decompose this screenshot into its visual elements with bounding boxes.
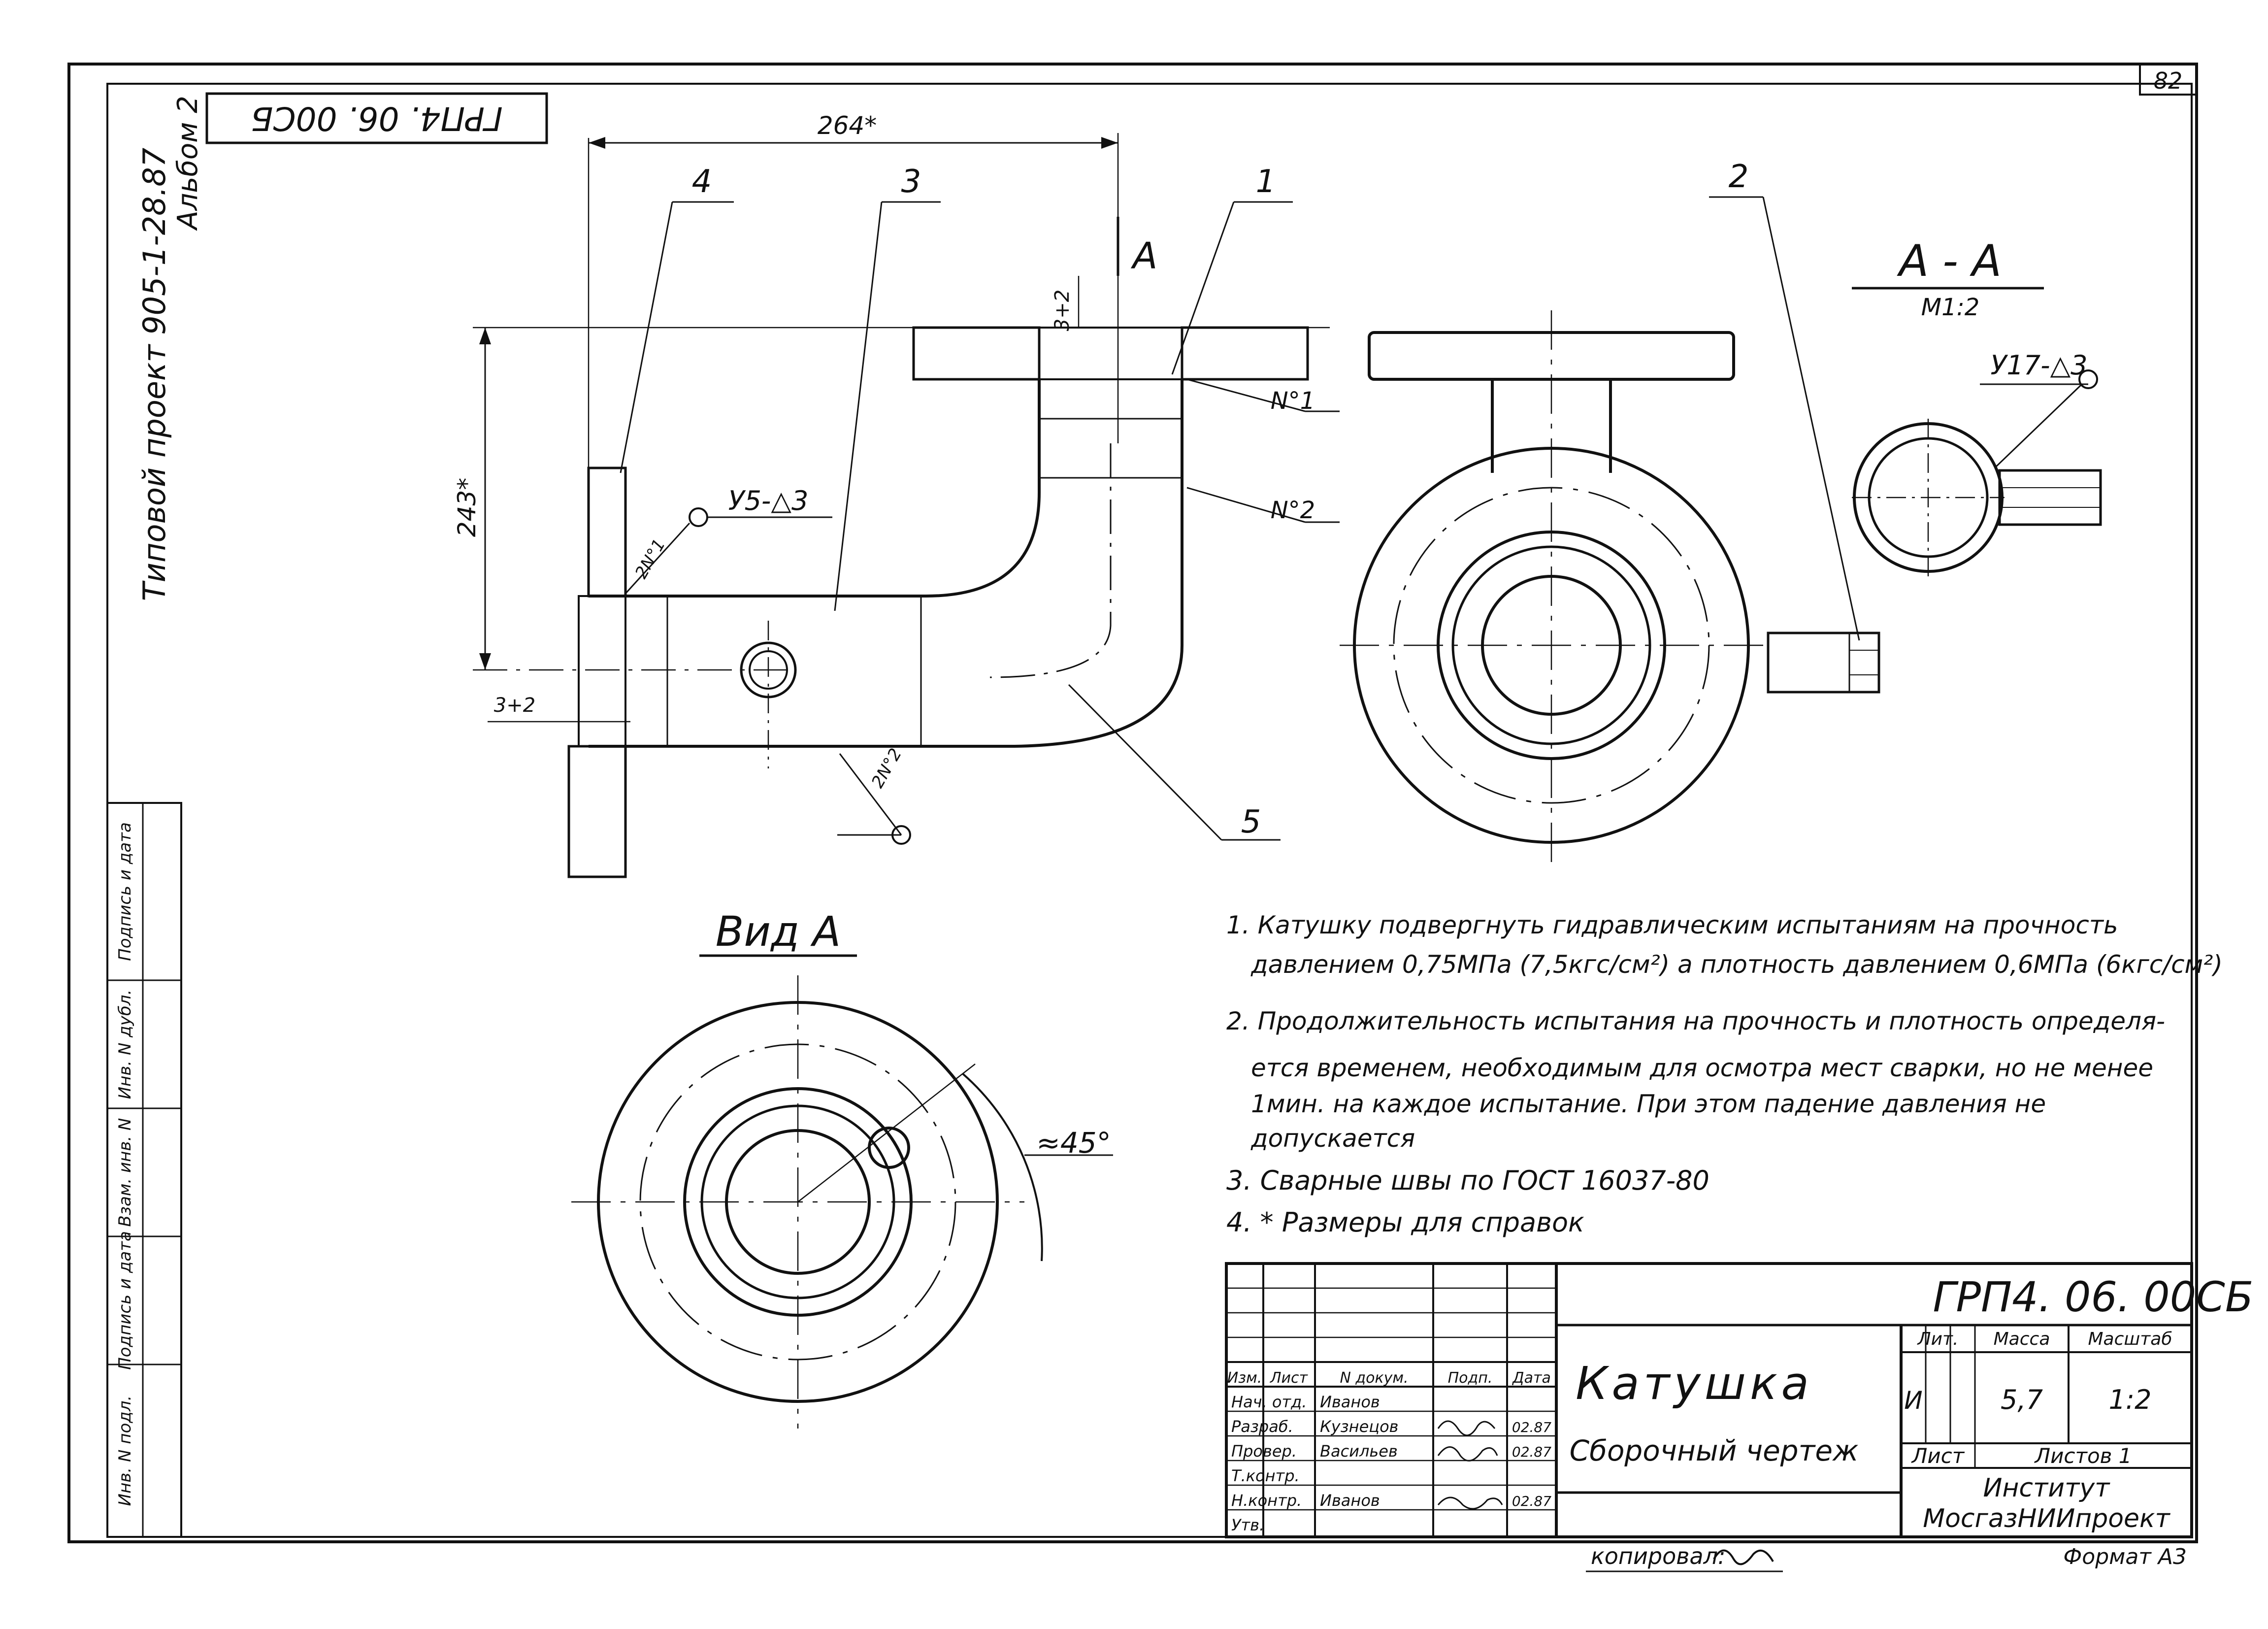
note-line-6: допускается	[1250, 1124, 1415, 1153]
copy-signature	[1713, 1549, 1774, 1565]
strip-label-5: Подпись и дата	[115, 822, 135, 961]
tb-name-5: Иванов	[1320, 1491, 1380, 1510]
tb-name-2: Кузнецов	[1320, 1417, 1399, 1436]
dim-height: 243*	[453, 478, 481, 537]
title-block	[1225, 1262, 2193, 1538]
tb-sheet: Лист	[1911, 1444, 1965, 1468]
title-block-code: ГРП4. 06. 00СБ	[1933, 1273, 2254, 1321]
tb-date-2: 02.87	[1512, 1419, 1551, 1435]
dim-gap-left: 3+2	[494, 694, 535, 717]
tb-role-6: Утв.	[1231, 1516, 1264, 1534]
note-line-8: 4. * Размеры для справок	[1226, 1207, 1584, 1238]
tb-col-scale: Масштаб	[2088, 1329, 2172, 1349]
tb-org-line2: МосгазНИИпроект	[1923, 1504, 2170, 1533]
callout-5: 5	[1241, 804, 1261, 840]
title-block-doc-type: Сборочный чертеж	[1570, 1434, 1859, 1467]
strip-label-1: Инв. N подл.	[115, 1396, 135, 1506]
page-number: 82	[2154, 67, 2183, 94]
callout-2: 2	[1729, 159, 1749, 195]
tb-scale-value: 1:2	[2109, 1384, 2152, 1415]
tb-col-mass: Масса	[1994, 1329, 2050, 1349]
weld-label-n1: N°1	[1271, 387, 1315, 415]
tb-header-docnum: N докум.	[1340, 1369, 1408, 1387]
main-view: 264* 243* 3+2 3+2 A У5-△3 2N°1 N°1 N°2 2…	[453, 111, 1340, 878]
section-mark: A	[1131, 235, 1158, 277]
view-a: Вид А ≈45°	[571, 907, 1113, 1429]
left-strip: Инв. N подл. Подпись и дата Взам. инв. N…	[106, 802, 182, 1538]
tb-org-line1: Институт	[1983, 1473, 2111, 1503]
tb-date-5: 02.87	[1512, 1493, 1551, 1509]
tb-name-1: Иванов	[1320, 1393, 1380, 1411]
strip-label-2: Подпись и дата	[115, 1231, 135, 1370]
tb-lit-value: И	[1904, 1386, 1922, 1415]
section-a-a: A - A М1:2 У17-△3	[1852, 235, 2102, 576]
signature-1	[1437, 1420, 1496, 1436]
tb-role-4: Т.контр.	[1231, 1466, 1300, 1485]
notes: 1. Катушку подвергнуть гидравлическим ис…	[1226, 911, 2223, 1238]
view-a-title: Вид А	[716, 907, 841, 956]
tb-col-lit: Лит.	[1917, 1329, 1959, 1349]
tb-sheets: Листов 1	[2034, 1444, 2132, 1468]
tb-date-3: 02.87	[1512, 1444, 1551, 1460]
weld-symbol-main: У5-△3	[728, 485, 809, 516]
side-stamp-album: Альбом 2	[172, 96, 204, 231]
note-line-1: 1. Катушку подвергнуть гидравлическим ис…	[1226, 911, 2118, 939]
tb-header-list: Лист	[1270, 1369, 1309, 1387]
callout-3: 3	[901, 164, 921, 200]
note-line-3: 2. Продолжительность испытания на прочно…	[1226, 1007, 2165, 1035]
view-a-angle: ≈45°	[1036, 1126, 1111, 1160]
callout-1: 1	[1256, 164, 1276, 200]
sheet-frame	[67, 63, 2198, 1543]
section-scale: М1:2	[1921, 294, 1980, 321]
dim-gap-top: 3+2	[1051, 290, 1074, 331]
note-line-2: давлением 0,75МПа (7,5кгс/см²) а плотнос…	[1250, 950, 2223, 979]
tb-role-3: Провер.	[1231, 1442, 1297, 1461]
side-stamp: ГРП4. 06. 00СБ Типовой проект 905-1-28.8…	[136, 92, 548, 601]
side-stamp-code: ГРП4. 06. 00СБ	[251, 100, 502, 137]
callout-4: 4	[692, 164, 712, 200]
tb-header-sign: Подп.	[1448, 1369, 1493, 1387]
note-line-4: ется временем, необходимым для осмотра м…	[1251, 1054, 2153, 1082]
signature-3	[1437, 1496, 1503, 1510]
tb-role-1: Нач. отд.	[1231, 1393, 1307, 1411]
tb-name-3: Васильев	[1320, 1442, 1398, 1461]
tb-role-5: Н.контр.	[1231, 1491, 1302, 1510]
tb-mass-value: 5,7	[2001, 1384, 2043, 1415]
note-line-7: 3. Сварные швы по ГОСТ 16037-80	[1226, 1165, 1709, 1196]
format-label: Формат А3	[2063, 1544, 2187, 1569]
signature-2	[1437, 1446, 1498, 1462]
strip-label-4: Инв. N дубл.	[115, 990, 135, 1099]
section-title: A - A	[1897, 235, 2002, 286]
section-weld-symbol: У17-△3	[1991, 350, 2088, 381]
weld-label-bottom: 2N°2	[868, 745, 906, 791]
weld-label-left: 2N°1	[631, 535, 669, 582]
tb-role-2: Разраб.	[1231, 1417, 1293, 1436]
side-stamp-project: Типовой проект 905-1-28.87	[136, 148, 172, 601]
weld-label-n2: N°2	[1271, 497, 1315, 524]
copied-by: копировал:	[1591, 1543, 1725, 1569]
title-block-part-name: Катушка	[1576, 1357, 1813, 1410]
dim-width: 264*	[818, 111, 877, 140]
tb-header-date: Дата	[1512, 1369, 1551, 1387]
strip-label-3: Взам. инв. N	[115, 1118, 135, 1227]
tb-header-izm: Изм.	[1227, 1369, 1262, 1387]
note-line-5: 1мин. на каждое испытание. При этом паде…	[1251, 1090, 2046, 1118]
end-view	[1340, 196, 1880, 867]
